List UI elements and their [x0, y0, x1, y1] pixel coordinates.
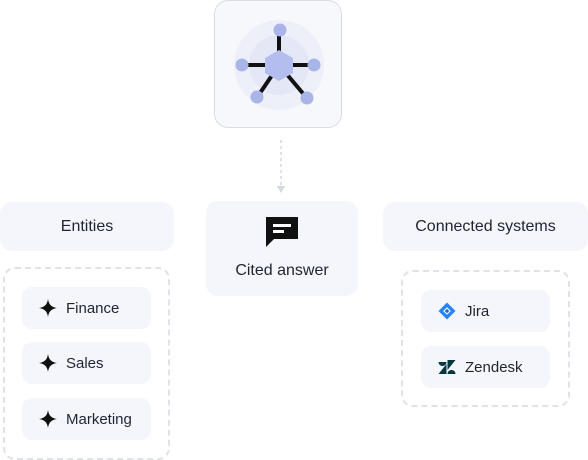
sparkle-icon	[39, 410, 57, 428]
system-item-jira: Jira	[421, 290, 550, 332]
knowledge-hub-card	[214, 0, 342, 128]
entities-group	[3, 267, 170, 460]
message-icon	[266, 217, 298, 247]
connector-arrow	[277, 140, 285, 193]
entity-label: Marketing	[66, 410, 132, 428]
connected-systems-title: Connected systems	[415, 217, 556, 235]
entities-title: Entities	[60, 217, 114, 235]
connected-systems-group	[401, 270, 570, 407]
sparkle-icon	[39, 354, 57, 372]
zendesk-icon	[438, 360, 456, 374]
entity-item-finance: Finance	[22, 287, 151, 329]
cited-answer-label: Cited answer	[235, 262, 329, 279]
entity-item-marketing: Marketing	[22, 398, 151, 440]
entity-label: Sales	[66, 354, 104, 372]
cited-answer-card: Cited answer	[206, 201, 358, 296]
entity-item-sales: Sales	[22, 342, 151, 384]
entities-header: Entities	[0, 202, 174, 251]
knowledge-graph-icon	[234, 20, 324, 110]
sparkle-icon	[39, 299, 57, 317]
entity-label: Finance	[66, 299, 120, 317]
system-item-zendesk: Zendesk	[421, 346, 550, 388]
system-label: Zendesk	[465, 358, 523, 376]
jira-icon	[438, 302, 456, 320]
system-label: Jira	[465, 302, 490, 320]
connected-systems-header: Connected systems	[383, 202, 588, 251]
